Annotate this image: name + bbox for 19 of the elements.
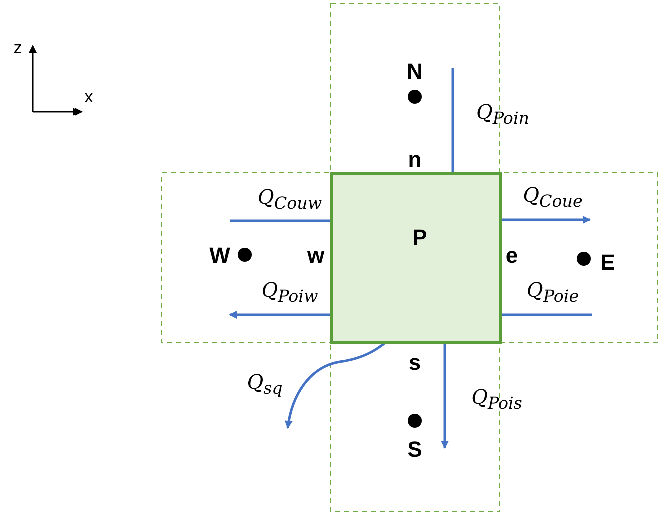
point-label: P <box>412 227 428 249</box>
point-label: W <box>210 245 230 267</box>
axis-label: z <box>14 40 22 56</box>
flux-label: Q$_{sq}$ <box>247 372 283 398</box>
face-label: w <box>307 245 325 267</box>
flux-label: Q$_{Couw}$ <box>258 187 322 213</box>
point-label: E <box>600 252 616 274</box>
flux-label: Q$_{Pois}$ <box>472 387 522 413</box>
point-label: N <box>407 61 423 83</box>
face-label: n <box>408 149 422 171</box>
axis-label: x <box>84 88 94 106</box>
face-label: s <box>408 352 422 374</box>
flux-label: Q$_{Coue}$ <box>523 185 583 211</box>
flux-label: Q$_{Poiw}$ <box>262 280 318 306</box>
flux-label: Q$_{Poie}$ <box>526 280 580 306</box>
flux-label: Q$_{Poin}$ <box>476 102 530 128</box>
point-label: S <box>408 439 422 461</box>
face-label: e <box>506 245 518 267</box>
control-volume-box <box>330 172 502 344</box>
